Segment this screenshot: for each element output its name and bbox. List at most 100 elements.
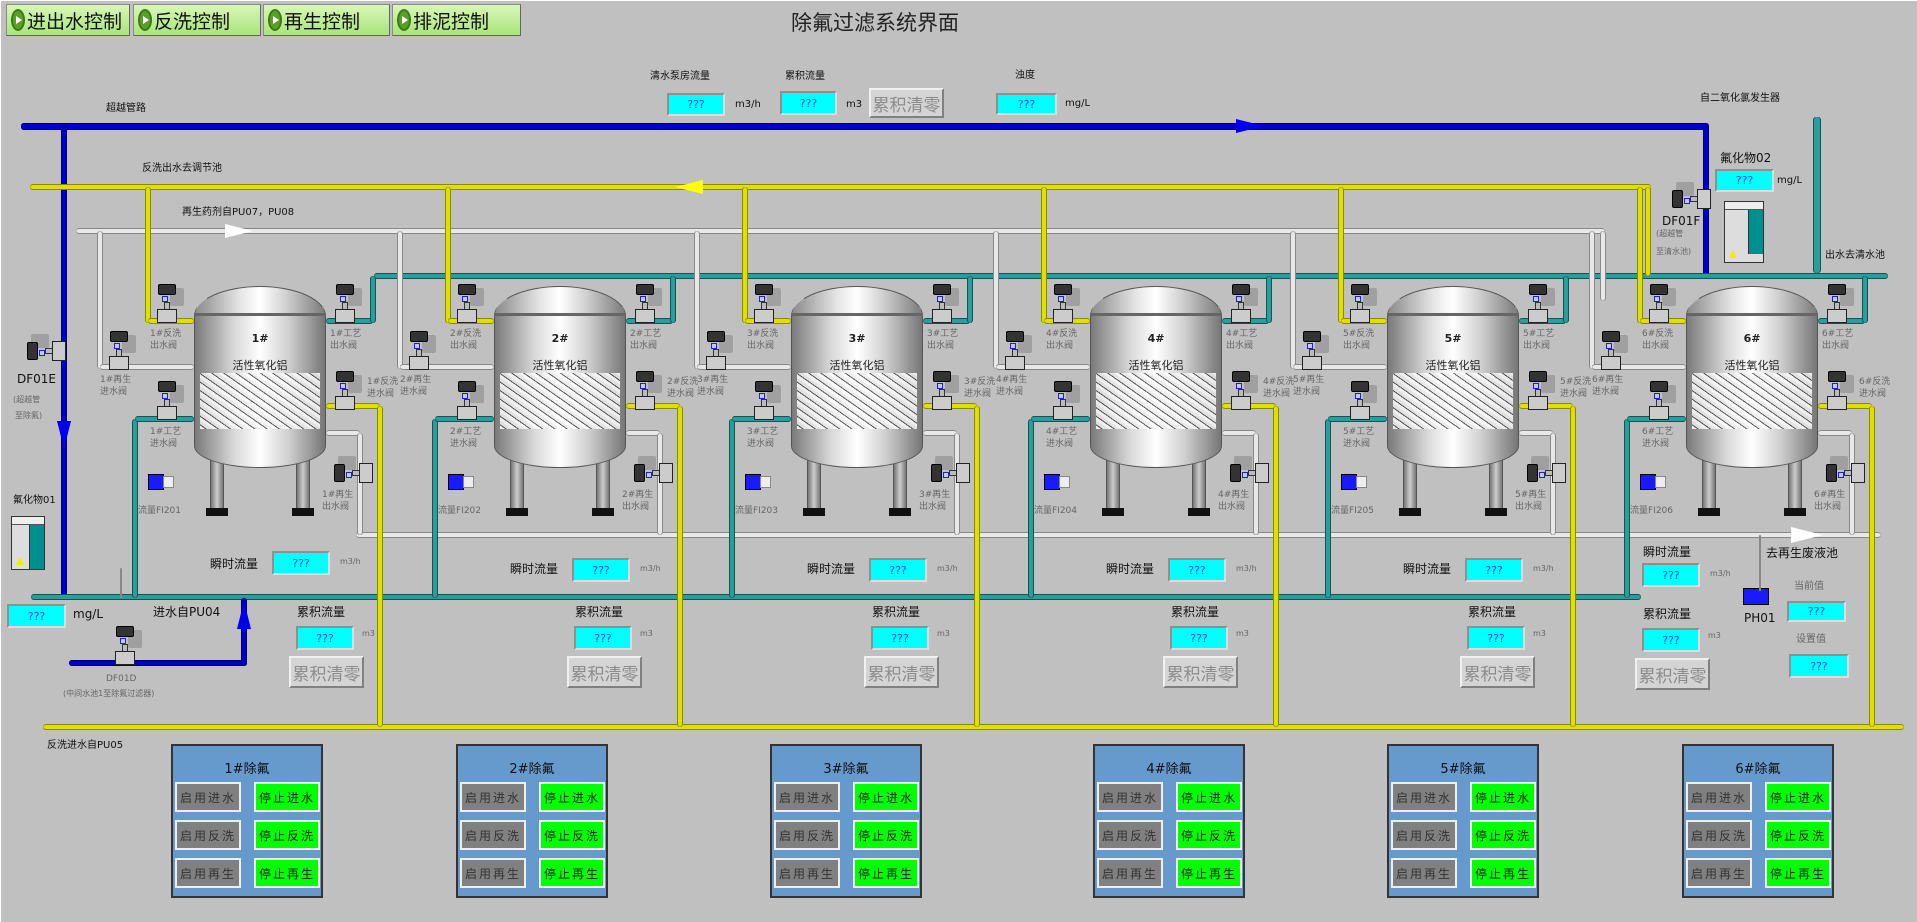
valve-backwash-outlet[interactable] [1052, 284, 1080, 324]
fluoride-analyzer-01[interactable] [11, 516, 45, 570]
valve-df01f[interactable] [1672, 182, 1712, 210]
top-reset-button[interactable]: 累积清零 [869, 88, 944, 118]
reset-cumulative-button[interactable]: 累积清零 [567, 656, 642, 688]
valve-regen-outlet[interactable] [1527, 456, 1567, 484]
nav-regeneration-control[interactable]: 再生控制 [263, 4, 390, 36]
stop-button[interactable]: 停止再生 [1176, 858, 1242, 888]
filter-tank-3[interactable]: 3#活性氧化铝 [791, 286, 923, 518]
ph-set-value[interactable]: ??? [1789, 654, 1849, 678]
reset-cumulative-button[interactable]: 累积清零 [864, 656, 939, 688]
valve-backwash-inlet[interactable] [1527, 371, 1555, 411]
stop-button[interactable]: 停止再生 [254, 858, 320, 888]
valve-regen-outlet[interactable] [334, 456, 374, 484]
enable-button[interactable]: 启用再生 [1391, 858, 1457, 888]
stop-button[interactable]: 停止进水 [1470, 782, 1536, 812]
flowmeter-icon[interactable] [745, 474, 772, 490]
valve-process-inlet[interactable] [1349, 381, 1377, 421]
valve-process-inlet[interactable] [1648, 381, 1676, 421]
stop-button[interactable]: 停止反洗 [1765, 820, 1831, 850]
enable-button[interactable]: 启用反洗 [175, 820, 241, 850]
enable-button[interactable]: 启用再生 [175, 858, 241, 888]
enable-button[interactable]: 启用反洗 [1097, 820, 1163, 850]
enable-button[interactable]: 启用进水 [1097, 782, 1163, 812]
enable-button[interactable]: 启用反洗 [774, 820, 840, 850]
valve-process-inlet[interactable] [156, 381, 184, 421]
valve-regen-outlet[interactable] [1230, 456, 1270, 484]
ph-meter-icon[interactable] [1743, 588, 1769, 605]
fluoride-analyzer-02[interactable] [1724, 201, 1764, 263]
stop-button[interactable]: 停止反洗 [254, 820, 320, 850]
stop-button[interactable]: 停止再生 [539, 858, 605, 888]
valve-regen-outlet[interactable] [931, 456, 971, 484]
enable-button[interactable]: 启用进水 [460, 782, 526, 812]
reset-cumulative-button[interactable]: 累积清零 [1163, 656, 1238, 688]
stop-button[interactable]: 停止进水 [853, 782, 919, 812]
enable-button[interactable]: 启用反洗 [1686, 820, 1752, 850]
stop-button[interactable]: 停止再生 [853, 858, 919, 888]
nav-backwash-control[interactable]: 反洗控制 [133, 4, 261, 36]
enable-button[interactable]: 启用进水 [1391, 782, 1457, 812]
valve-backwash-outlet[interactable] [456, 284, 484, 324]
stop-button[interactable]: 停止进水 [254, 782, 320, 812]
enable-button[interactable]: 启用进水 [1686, 782, 1752, 812]
valve-backwash-inlet[interactable] [1826, 371, 1854, 411]
stop-button[interactable]: 停止进水 [1176, 782, 1242, 812]
nav-sludge-control[interactable]: 排泥控制 [392, 4, 521, 36]
stop-button[interactable]: 停止进水 [1765, 782, 1831, 812]
stop-button[interactable]: 停止反洗 [853, 820, 919, 850]
reset-cumulative-button[interactable]: 累积清零 [1460, 656, 1535, 688]
valve-process-outlet[interactable] [1230, 284, 1258, 324]
flowmeter-icon[interactable] [1640, 474, 1667, 490]
valve-process-outlet[interactable] [1527, 284, 1555, 324]
filter-tank-1[interactable]: 1#活性氧化铝 [194, 286, 326, 518]
valve-regen-outlet[interactable] [634, 456, 674, 484]
flowmeter-icon[interactable] [1044, 474, 1071, 490]
valve-process-outlet[interactable] [931, 284, 959, 324]
stop-button[interactable]: 停止再生 [1765, 858, 1831, 888]
valve-df01e[interactable] [27, 334, 67, 362]
enable-button[interactable]: 启用反洗 [460, 820, 526, 850]
valve-backwash-outlet[interactable] [156, 284, 184, 324]
valve-backwash-inlet[interactable] [1230, 371, 1258, 411]
reset-cumulative-button[interactable]: 累积清零 [289, 656, 364, 688]
stop-button[interactable]: 停止反洗 [1176, 820, 1242, 850]
valve-backwash-inlet[interactable] [334, 371, 362, 411]
valve-regen-inlet[interactable] [1004, 331, 1032, 371]
valve-process-inlet[interactable] [456, 381, 484, 421]
enable-button[interactable]: 启用进水 [175, 782, 241, 812]
valve-process-outlet[interactable] [634, 284, 662, 324]
enable-button[interactable]: 启用反洗 [1391, 820, 1457, 850]
valve-process-outlet[interactable] [1826, 284, 1854, 324]
enable-button[interactable]: 启用再生 [1686, 858, 1752, 888]
stop-button[interactable]: 停止反洗 [1470, 820, 1536, 850]
valve-df01d[interactable] [114, 626, 142, 666]
flowmeter-icon[interactable] [1341, 474, 1368, 490]
valve-backwash-outlet[interactable] [753, 284, 781, 324]
valve-regen-inlet[interactable] [1600, 331, 1628, 371]
valve-regen-inlet[interactable] [408, 331, 436, 371]
stop-button[interactable]: 停止进水 [539, 782, 605, 812]
enable-button[interactable]: 启用进水 [774, 782, 840, 812]
enable-button[interactable]: 启用再生 [774, 858, 840, 888]
valve-process-inlet[interactable] [1052, 381, 1080, 421]
enable-button[interactable]: 启用再生 [1097, 858, 1163, 888]
valve-process-inlet[interactable] [753, 381, 781, 421]
stop-button[interactable]: 停止反洗 [539, 820, 605, 850]
reset-cumulative-button[interactable]: 累积清零 [1635, 658, 1710, 690]
flowmeter-icon[interactable] [448, 474, 475, 490]
filter-tank-4[interactable]: 4#活性氧化铝 [1090, 286, 1222, 518]
valve-process-outlet[interactable] [334, 284, 362, 324]
valve-regen-outlet[interactable] [1826, 456, 1866, 484]
filter-tank-5[interactable]: 5#活性氧化铝 [1387, 286, 1519, 518]
valve-backwash-outlet[interactable] [1648, 284, 1676, 324]
enable-button[interactable]: 启用再生 [460, 858, 526, 888]
stop-button[interactable]: 停止再生 [1470, 858, 1536, 888]
filter-tank-2[interactable]: 2#活性氧化铝 [494, 286, 626, 518]
nav-inlet-outlet-control[interactable]: 进出水控制 [6, 4, 130, 36]
valve-regen-inlet[interactable] [108, 331, 136, 371]
valve-regen-inlet[interactable] [705, 331, 733, 371]
valve-backwash-outlet[interactable] [1349, 284, 1377, 324]
valve-regen-inlet[interactable] [1301, 331, 1329, 371]
valve-backwash-inlet[interactable] [634, 371, 662, 411]
valve-backwash-inlet[interactable] [931, 371, 959, 411]
